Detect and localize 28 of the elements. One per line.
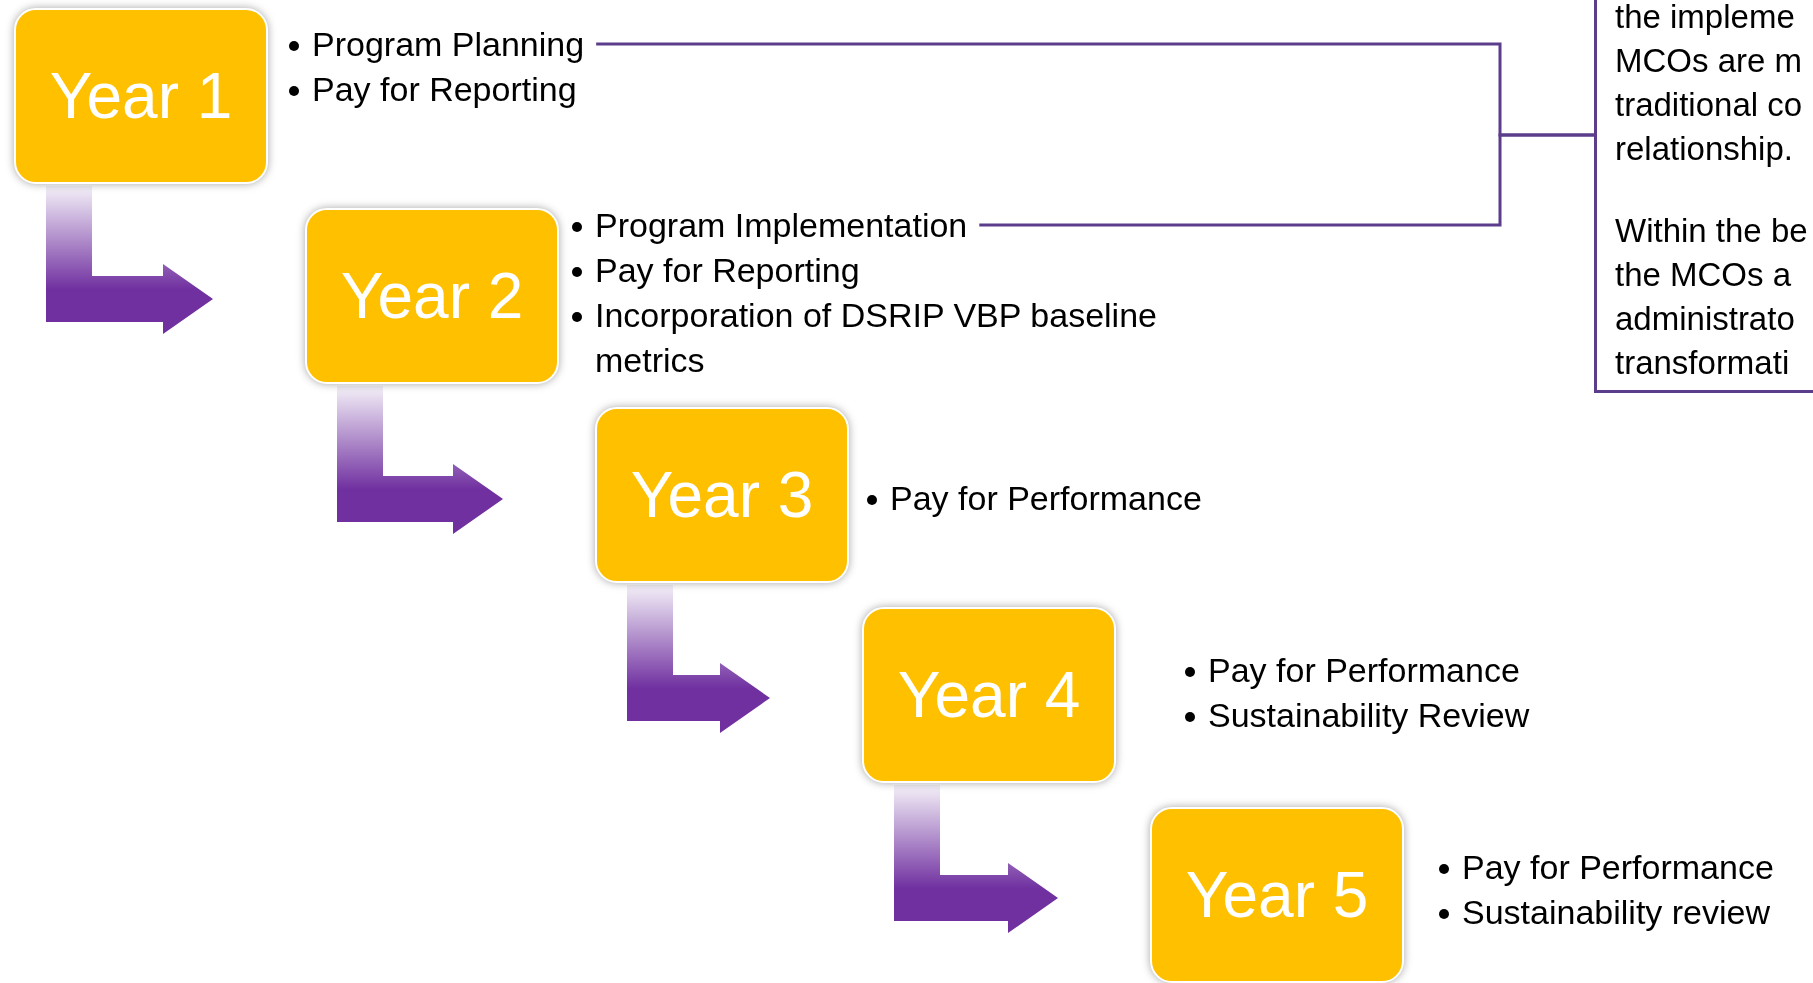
year-label: Year 3 [630,463,814,527]
year-label: Year 1 [49,64,233,128]
bullet-item: Sustainability Review [1208,695,1530,736]
bracket-connector [979,133,1594,227]
bullet-item: Pay for Performance [1462,847,1774,888]
bullet-item: Pay for Performance [1208,650,1520,691]
bullet-item: Sustainability review [1462,892,1771,933]
bullet-item: Pay for Reporting [312,69,577,110]
bent-arrow [337,386,503,534]
year-box [14,8,268,184]
bullet-item: Incorporation of DSRIP VBP baseline metrics [595,295,1158,381]
bullet-item: Program Planning [312,24,585,65]
bullet-item: Pay for Reporting [595,250,860,291]
year-box [595,407,849,583]
year-label: Year 2 [340,264,524,328]
bent-arrow [894,785,1058,933]
bullet-item: Pay for Performance [890,478,1202,519]
year-label: Year 5 [1185,863,1369,927]
bent-arrow [46,186,213,334]
bullet-item: Program Implementation [595,205,968,246]
year-label: Year 4 [897,663,1081,727]
note-text: Within the be the MCOs a administrato transformati [1615,211,1809,383]
note-text: the impleme MCOs are m traditional co relationship. [1615,0,1804,169]
year-box [305,208,559,384]
year-box [1150,807,1404,983]
note-box [1594,0,1813,393]
year-box [862,607,1116,783]
bent-arrow [627,585,770,733]
